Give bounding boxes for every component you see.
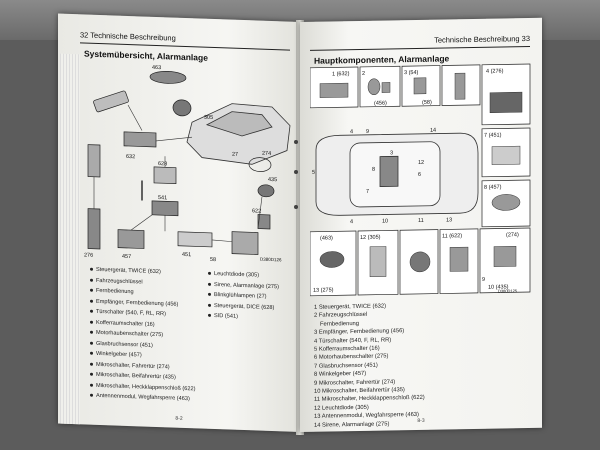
car-label: 10 xyxy=(382,218,388,224)
car-label: 4 xyxy=(350,129,353,135)
box-label: 4 (276) xyxy=(486,68,504,74)
system-overview-diagram: 463 632 628 541 276 457 451 58 305 274 4… xyxy=(84,65,291,263)
diagram-label: 541 xyxy=(158,195,167,201)
box-label: (463) xyxy=(320,235,333,241)
box-label: (58) xyxy=(422,100,432,106)
car-label: 12 xyxy=(418,160,424,166)
box-label: 11 (622) xyxy=(442,233,462,239)
box-label: 2 xyxy=(362,71,365,77)
diagram-label: 463 xyxy=(152,65,161,71)
diagram-label: 622 xyxy=(252,208,261,214)
binding-hole xyxy=(294,170,298,174)
car-label: 6 xyxy=(418,172,421,178)
box-label: 3 (54) xyxy=(404,70,419,76)
car-illustration xyxy=(186,103,291,165)
diagram-label: 435 xyxy=(268,177,277,183)
left-legend-col1: Steuergerät, TWICE (632) Fahrzeugschlüss… xyxy=(90,265,196,405)
box-label: 9 xyxy=(482,277,485,283)
car-label: 9 xyxy=(366,129,369,135)
component-parts xyxy=(87,71,275,255)
connection-lines xyxy=(93,104,263,242)
left-page: 32 Technische Beschreibung Systemübersic… xyxy=(58,13,300,433)
diagram-label: 27 xyxy=(232,152,238,158)
box-label: (274) xyxy=(506,232,519,238)
diagram-label: 632 xyxy=(126,154,135,160)
diagram-label: 274 xyxy=(262,151,271,157)
left-legend-col2: Leuchtdiode (305) Sirene, Alarmanlage (2… xyxy=(208,269,279,324)
car-label: 7 xyxy=(366,189,369,195)
car-label: 11 xyxy=(418,218,424,224)
car-label: 3 xyxy=(390,150,393,156)
binding-hole xyxy=(294,205,298,209)
diagram-label: 276 xyxy=(84,252,93,258)
car-label: 8 xyxy=(372,167,375,173)
diagram-label: 305 xyxy=(204,115,213,121)
binding-hole xyxy=(294,140,298,144)
box-label: 10 (435) xyxy=(488,284,509,290)
box-label: 8 (457) xyxy=(484,184,502,190)
car-label: 5 xyxy=(312,170,315,176)
left-page-number: 8-2 xyxy=(175,415,183,422)
car-label: 13 xyxy=(446,217,452,223)
main-components-diagram: 1 (632) 2 3 (54) 4 (276) (456) (58) 7 (4… xyxy=(310,63,531,297)
box-label: 12 (305) xyxy=(360,235,381,241)
diagram-label: 628 xyxy=(158,161,167,167)
diagram-label: 457 xyxy=(122,254,131,260)
box-label: 13 (275) xyxy=(313,287,334,293)
diagram-label: 58 xyxy=(210,257,216,263)
right-page-header: Technische Beschreibung 33 xyxy=(310,31,530,51)
box-label: 7 (451) xyxy=(484,132,502,138)
page-edge-stack xyxy=(60,53,80,433)
car-top-view xyxy=(315,132,479,216)
car-label: 4 xyxy=(350,219,353,225)
component-parts xyxy=(319,72,523,278)
diagram-label: 451 xyxy=(182,252,191,258)
diagram-code: D380D126 xyxy=(260,257,282,263)
right-page: Technische Beschreibung 33 Hauptkomponen… xyxy=(300,17,542,432)
box-label: 1 (632) xyxy=(332,71,350,77)
right-legend: 1 Steuergerät, TWICE (632) 2 Fahrzeugsch… xyxy=(314,302,425,430)
box-label: (456) xyxy=(374,100,387,106)
diagram-code: D380D125 xyxy=(498,288,518,293)
car-label: 14 xyxy=(430,128,436,134)
left-page-header: 32 Technische Beschreibung xyxy=(80,28,290,51)
